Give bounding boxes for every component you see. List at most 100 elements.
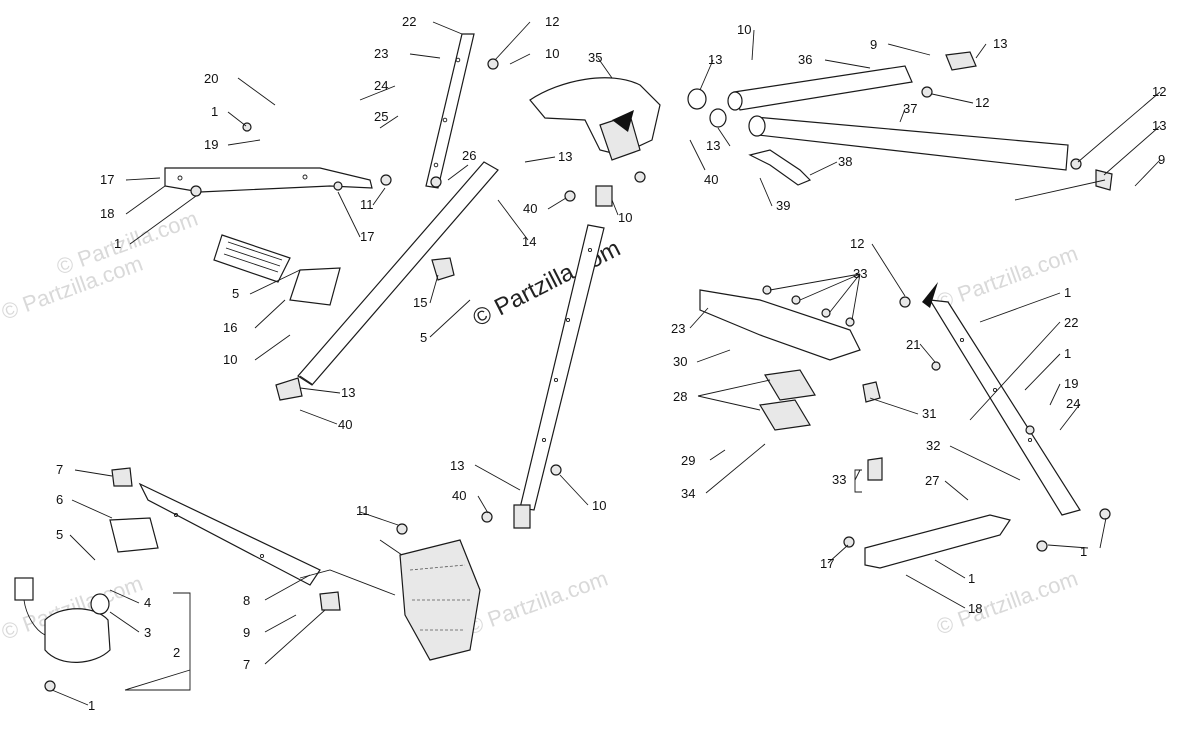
callout: 19 — [1064, 376, 1078, 391]
callout: 24 — [374, 78, 388, 93]
callout-labels: 22 12 10 23 24 25 20 1 19 17 18 1 11 17 … — [56, 14, 1166, 713]
callout: 10 — [737, 22, 751, 37]
part-right-bracket-23 — [928, 299, 1081, 516]
callout: 30 — [673, 354, 687, 369]
callout: 12 — [1152, 84, 1166, 99]
callout: 40 — [523, 201, 537, 216]
callout: 9 — [870, 37, 877, 52]
leader-lines — [51, 21, 1161, 706]
callout: 18 — [100, 206, 114, 221]
part-bracket-6 — [109, 517, 159, 553]
part-ignition-bracket-30 — [699, 289, 861, 431]
callout: 31 — [922, 406, 936, 421]
callout: 10 — [592, 498, 606, 513]
callout: 13 — [1152, 118, 1166, 133]
callout: 13 — [558, 149, 572, 164]
callout: 20 — [204, 71, 218, 86]
callout: 26 — [462, 148, 476, 163]
callout: 12 — [850, 236, 864, 251]
part-frame-casting — [399, 539, 481, 661]
callout: 13 — [706, 138, 720, 153]
callout: 37 — [903, 101, 917, 116]
callout: 14 — [522, 234, 536, 249]
callout: 1 — [1080, 544, 1087, 559]
callout: 13 — [450, 458, 464, 473]
callout: 22 — [402, 14, 416, 29]
callout: 13 — [708, 52, 722, 67]
callout: 23 — [374, 46, 388, 61]
part-clip-38 — [748, 149, 812, 186]
part-lower-left-bar-8 — [138, 482, 321, 586]
callout: 19 — [204, 137, 218, 152]
callout: 9 — [1158, 152, 1165, 167]
callout: 10 — [223, 352, 237, 367]
part-upper-cross-tube-14 — [297, 161, 499, 386]
callout: 11 — [360, 197, 374, 212]
callout: 36 — [798, 52, 812, 67]
callout: 1 — [968, 571, 975, 586]
callout: 18 — [968, 601, 982, 616]
callout: 7 — [56, 462, 63, 477]
callout: 40 — [452, 488, 466, 503]
callout: 1 — [1064, 346, 1071, 361]
watermark-main: © Partzilla.com — [468, 235, 624, 332]
callout: 40 — [338, 417, 352, 432]
callout: 38 — [838, 154, 852, 169]
part-actuator-2 — [14, 577, 111, 663]
callout: 35 — [588, 50, 602, 65]
callout: 13 — [993, 36, 1007, 51]
callout: 40 — [704, 172, 718, 187]
callout: 10 — [545, 46, 559, 61]
callout: 5 — [232, 286, 239, 301]
callout: 10 — [618, 210, 632, 225]
part-upper-bracket-35 — [529, 77, 661, 161]
callout: 28 — [673, 389, 687, 404]
callout: 12 — [545, 14, 559, 29]
callout: 11 — [356, 503, 370, 518]
callout: 21 — [906, 337, 920, 352]
callout: 5 — [420, 330, 427, 345]
callout: 1 — [1064, 285, 1071, 300]
callout: 4 — [144, 595, 151, 610]
callout: 1 — [211, 104, 218, 119]
callout: 24 — [1066, 396, 1080, 411]
callout: 13 — [341, 385, 355, 400]
callout: 33 — [853, 266, 867, 281]
callout: 17 — [100, 172, 114, 187]
part-tube-36 — [727, 65, 913, 111]
part-tube-37 — [748, 115, 1069, 171]
watermark-faint: © Partzilla.com — [463, 566, 611, 640]
watermark-faint: © Partzilla.com — [933, 241, 1081, 315]
callout: 12 — [975, 95, 989, 110]
callout: 1 — [114, 236, 121, 251]
callout: 3 — [144, 625, 151, 640]
callout: 32 — [926, 438, 940, 453]
callout: 1 — [88, 698, 95, 713]
part-lower-right-strap-18 — [864, 514, 1011, 569]
callout: 22 — [1064, 315, 1078, 330]
callout: 8 — [243, 593, 250, 608]
pointer-triangle — [612, 110, 634, 132]
callout: 17 — [820, 556, 834, 571]
part-left-upper-strap — [164, 167, 373, 193]
part-fasteners — [44, 58, 1111, 692]
callout: 23 — [671, 321, 685, 336]
callout: 7 — [243, 657, 250, 672]
callout: 39 — [776, 198, 790, 213]
part-vertical-bracket-23 — [425, 33, 475, 189]
callout: 16 — [223, 320, 237, 335]
callout: 9 — [243, 625, 250, 640]
callout: 6 — [56, 492, 63, 507]
part-module-16 — [213, 234, 341, 306]
callout: 5 — [56, 527, 63, 542]
callout: 2 — [173, 645, 180, 660]
callout: 27 — [925, 473, 939, 488]
callout: 17 — [360, 229, 374, 244]
pointer-triangle — [922, 282, 938, 308]
callout: 15 — [413, 295, 427, 310]
callout: 33 — [832, 472, 846, 487]
part-center-vertical-tube-14 — [519, 224, 605, 511]
callout: 25 — [374, 109, 388, 124]
callout: 29 — [681, 453, 695, 468]
